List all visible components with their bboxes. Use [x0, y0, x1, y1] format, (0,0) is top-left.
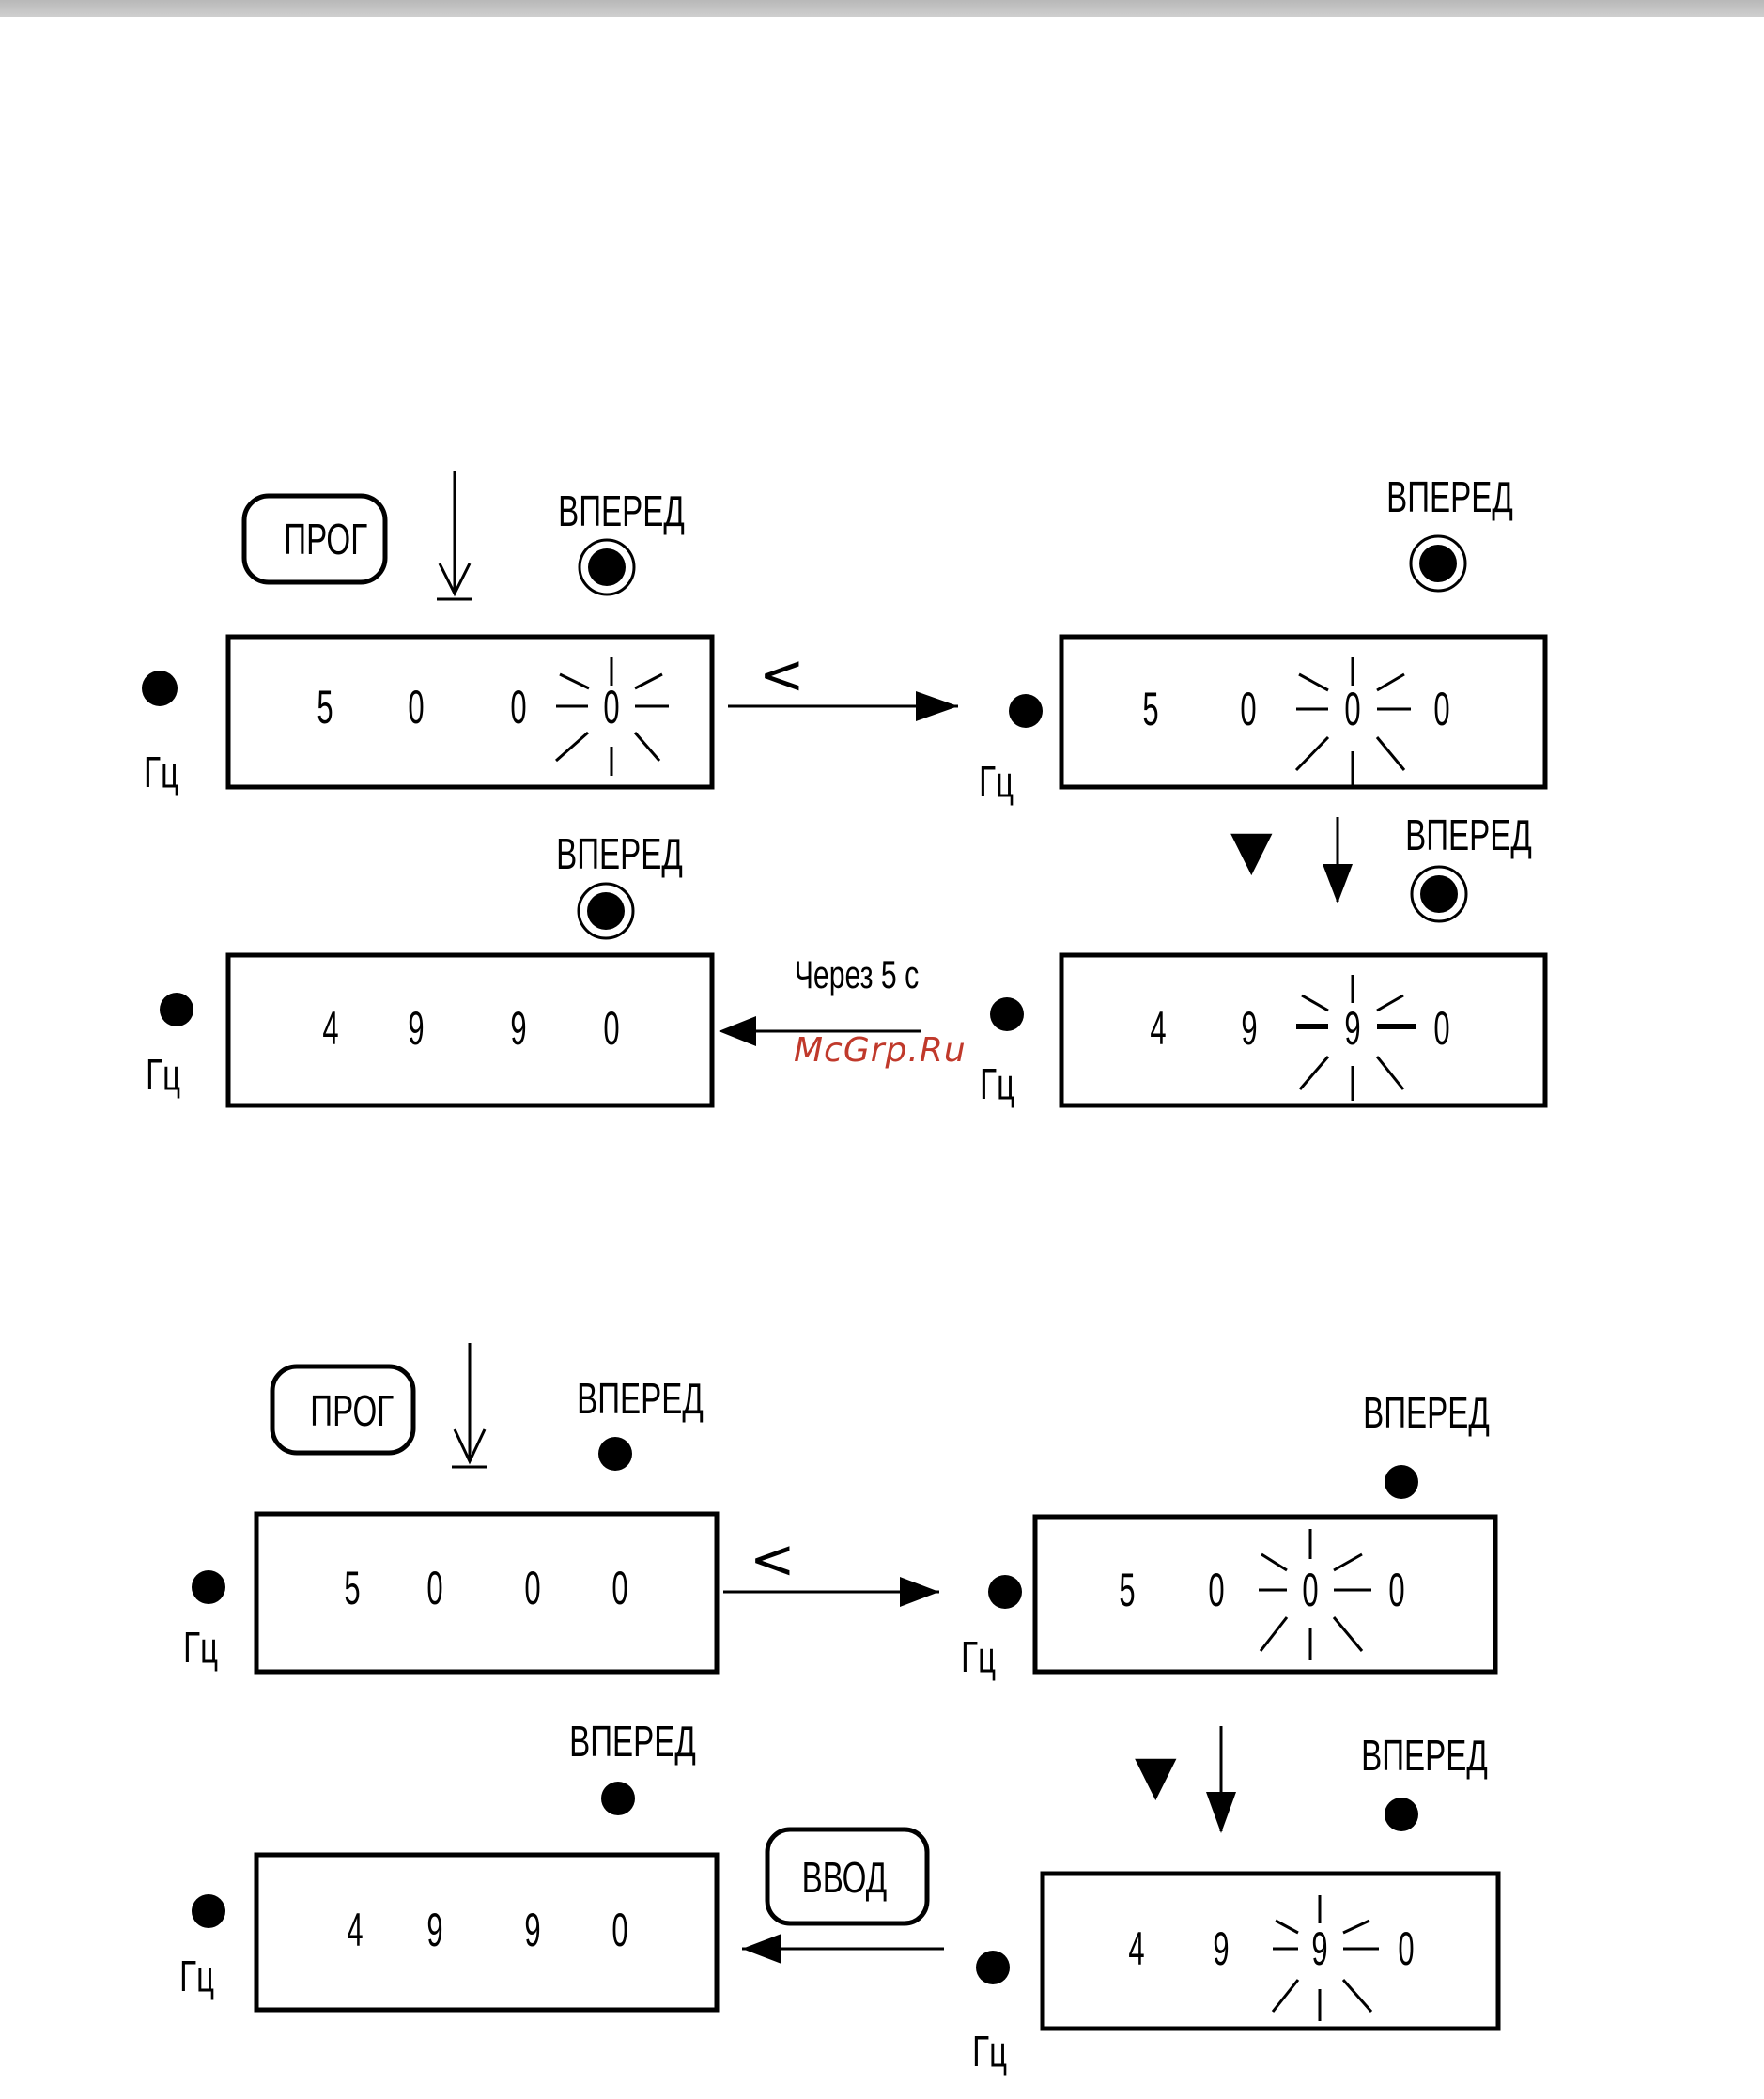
display-digit: 9	[408, 1001, 424, 1054]
display-digit: 0	[611, 1561, 627, 1613]
prog-button-label: ПРОГ	[310, 1388, 394, 1435]
shift-key-label: <	[759, 642, 805, 706]
display-digit: 4	[1128, 1922, 1144, 1974]
display-digit: 5	[344, 1561, 360, 1613]
forward-label: ВПЕРЕД	[558, 488, 685, 535]
down-key-label: ▼	[1230, 818, 1273, 882]
prog-button-label: ПРОГ	[284, 517, 367, 563]
display	[228, 955, 712, 1105]
display-digit: 9	[1241, 1001, 1257, 1054]
hz-led-icon	[192, 1894, 225, 1928]
transition-arrow: <	[723, 1527, 939, 1607]
hz-label: Гц	[183, 1625, 218, 1672]
forward-led-icon	[1385, 1798, 1418, 1831]
hz-led-icon	[142, 671, 178, 706]
transition-arrow: ВВОД	[742, 1829, 944, 1964]
forward-led-icon	[1385, 1465, 1418, 1499]
display-digit: 0	[524, 1561, 540, 1613]
hz-led-icon	[1009, 694, 1043, 728]
forward-led-icon	[598, 1437, 632, 1471]
display	[1043, 1874, 1498, 2029]
forward-label: ВПЕРЕД	[556, 831, 683, 878]
display-digit: 0	[1240, 682, 1256, 734]
press-arrow-icon	[452, 1343, 487, 1467]
step-b3: ВПЕРЕД Гц 4 9 9 0	[972, 1733, 1498, 2076]
hz-label: Гц	[179, 1953, 214, 2000]
enter-button-label: ВВОД	[802, 1855, 888, 1902]
hz-label: Гц	[980, 1061, 1014, 1108]
hz-label: Гц	[144, 749, 178, 796]
forward-label: ВПЕРЕД	[1386, 474, 1513, 521]
display-digit: 0	[1398, 1922, 1414, 1974]
display-digit: 0	[603, 1001, 619, 1054]
display-digit: 4	[347, 1903, 363, 1955]
display-digit-blinking: 9	[1311, 1922, 1327, 1974]
transition-arrow: <	[728, 642, 958, 721]
delay-label: Через 5 с	[795, 952, 919, 996]
step-a1: ПРОГ ВПЕРЕД Гц 5 0 0 0	[142, 471, 712, 796]
display-digit-blinking: 0	[1302, 1563, 1318, 1615]
forward-led-icon	[601, 1782, 635, 1815]
step-b2: ВПЕРЕД Гц 5 0 0 0	[961, 1390, 1495, 1681]
press-arrow-icon	[437, 471, 472, 599]
display-digit: 0	[510, 680, 526, 733]
display-digit: 9	[426, 1903, 442, 1955]
display-digit: 4	[1150, 1001, 1166, 1054]
hz-label: Гц	[979, 759, 1014, 806]
hz-led-icon	[192, 1570, 225, 1604]
display-digit: 0	[611, 1903, 627, 1955]
step-b1: ПРОГ ВПЕРЕД Гц 5 0 0 0	[183, 1343, 717, 1672]
display-digit: 0	[426, 1561, 442, 1613]
display-digit: 4	[322, 1001, 338, 1054]
forward-label: ВПЕРЕД	[1361, 1733, 1488, 1780]
display-digit: 9	[510, 1001, 526, 1054]
hz-led-icon	[976, 1951, 1010, 1984]
hz-led-icon	[988, 1575, 1022, 1609]
display-digit-blinking: 0	[1344, 682, 1360, 734]
step-a4: ВПЕРЕД Гц 4 9 9 0	[146, 831, 712, 1105]
display	[1035, 1517, 1495, 1672]
forward-label: ВПЕРЕД	[1363, 1390, 1490, 1437]
display-digit-blinking: 0	[603, 680, 619, 733]
hz-label: Гц	[972, 2029, 1007, 2076]
shift-key-label: <	[750, 1527, 796, 1591]
display	[1061, 955, 1545, 1105]
forward-label: ВПЕРЕД	[577, 1376, 704, 1423]
forward-label: ВПЕРЕД	[1405, 812, 1532, 859]
diagram-a: ПРОГ ВПЕРЕД Гц 5 0 0 0	[142, 471, 1545, 1108]
display-digit: 0	[1388, 1563, 1404, 1615]
forward-led-blinking-icon	[579, 884, 633, 938]
forward-led-blinking-icon	[580, 540, 634, 594]
down-key-label: ▼	[1135, 1743, 1177, 1807]
down-key-press: ▼	[1230, 817, 1353, 903]
hz-led-icon	[160, 993, 193, 1026]
display-digit: 9	[1213, 1922, 1229, 1974]
down-key-press: ▼	[1135, 1726, 1236, 1833]
hz-led-icon	[990, 997, 1024, 1031]
display-digit: 0	[1208, 1563, 1224, 1615]
step-a2: ВПЕРЕД Гц 5 0 0 0	[979, 474, 1545, 806]
forward-led-blinking-icon	[1412, 867, 1466, 921]
hz-label: Гц	[146, 1052, 180, 1099]
forward-label: ВПЕРЕД	[569, 1719, 696, 1766]
display-digit: 9	[524, 1903, 540, 1955]
display-digit: 0	[1433, 682, 1449, 734]
display-digit: 5	[1142, 682, 1158, 734]
display-digit: 5	[317, 680, 333, 733]
step-b4: ВПЕРЕД Гц 4 9 9 0	[179, 1719, 717, 2010]
watermark: McGrp.Ru	[794, 1031, 967, 1070]
display	[228, 637, 712, 787]
display	[256, 1855, 717, 2010]
hz-label: Гц	[961, 1634, 996, 1681]
diagram-b: ПРОГ ВПЕРЕД Гц 5 0 0 0 < ВПЕРЕД	[179, 1343, 1498, 2076]
display-digit: 0	[408, 680, 424, 733]
forward-led-blinking-icon	[1411, 536, 1465, 591]
display-digit: 0	[1433, 1001, 1449, 1054]
display-digit: 5	[1119, 1563, 1135, 1615]
display-digit-blinking: 9	[1344, 1001, 1360, 1054]
display	[256, 1514, 717, 1672]
